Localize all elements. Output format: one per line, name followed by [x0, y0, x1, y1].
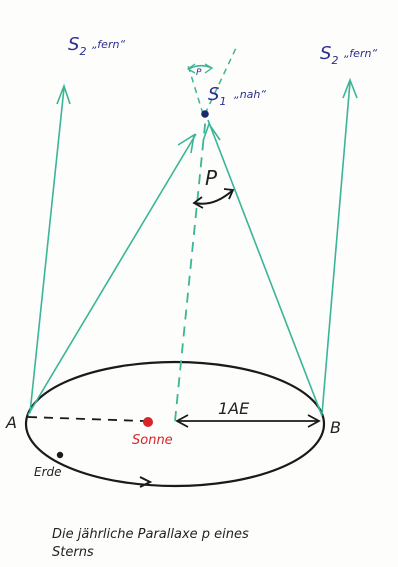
au-arrow-left: [175, 414, 189, 428]
earth-label: Erde: [34, 465, 62, 479]
caption-line-1: Die jährliche Parallaxe p eines: [52, 527, 249, 542]
sightline-b-to-s2-right: [321, 81, 351, 415]
s2-left-label: S2: [68, 34, 86, 58]
parallax-arrow-right: [223, 188, 235, 200]
p-middle-label: P: [205, 166, 218, 190]
orbit-direction-arrow: [139, 476, 153, 488]
s2-right-label: S2: [320, 43, 338, 67]
s2-left-tag: „fern“: [92, 38, 125, 51]
sightline-a-arrowhead: [177, 133, 196, 154]
sightline-a-to-s1: [27, 133, 197, 416]
star-s1: [201, 110, 209, 118]
earth: [56, 451, 64, 459]
point-b-label: B: [330, 418, 341, 437]
s2-right-arrowhead: [342, 77, 358, 99]
s2-left-arrowhead: [56, 83, 71, 105]
p-top-label: P: [196, 68, 202, 78]
s1-tag: „nah“: [234, 88, 266, 101]
s2-right-tag: „fern“: [344, 47, 377, 60]
baseline-dashed: [27, 416, 145, 422]
earth-orbit: [24, 360, 326, 488]
parallax-angle-arc: [194, 189, 234, 205]
sightline-a-to-s2-left: [29, 87, 65, 414]
sun-label: Sonne: [132, 433, 173, 448]
top-angle-arrow-left: [186, 63, 196, 74]
point-a-label: A: [5, 413, 17, 432]
extension-dashed-right: [204, 47, 237, 115]
top-angle-arrow-right: [204, 63, 214, 74]
parallax-arrow-left: [192, 196, 204, 209]
caption-line-2: Sterns: [52, 545, 94, 560]
sun: [143, 417, 153, 427]
s1-label: S1: [208, 84, 226, 108]
sightline-b-to-s1: [207, 119, 323, 417]
au-arrow-right: [307, 414, 321, 428]
sun-star-dashed-line: [174, 114, 207, 422]
sightline-b-arrowhead: [202, 122, 221, 142]
au-label: 1AE: [218, 399, 250, 418]
